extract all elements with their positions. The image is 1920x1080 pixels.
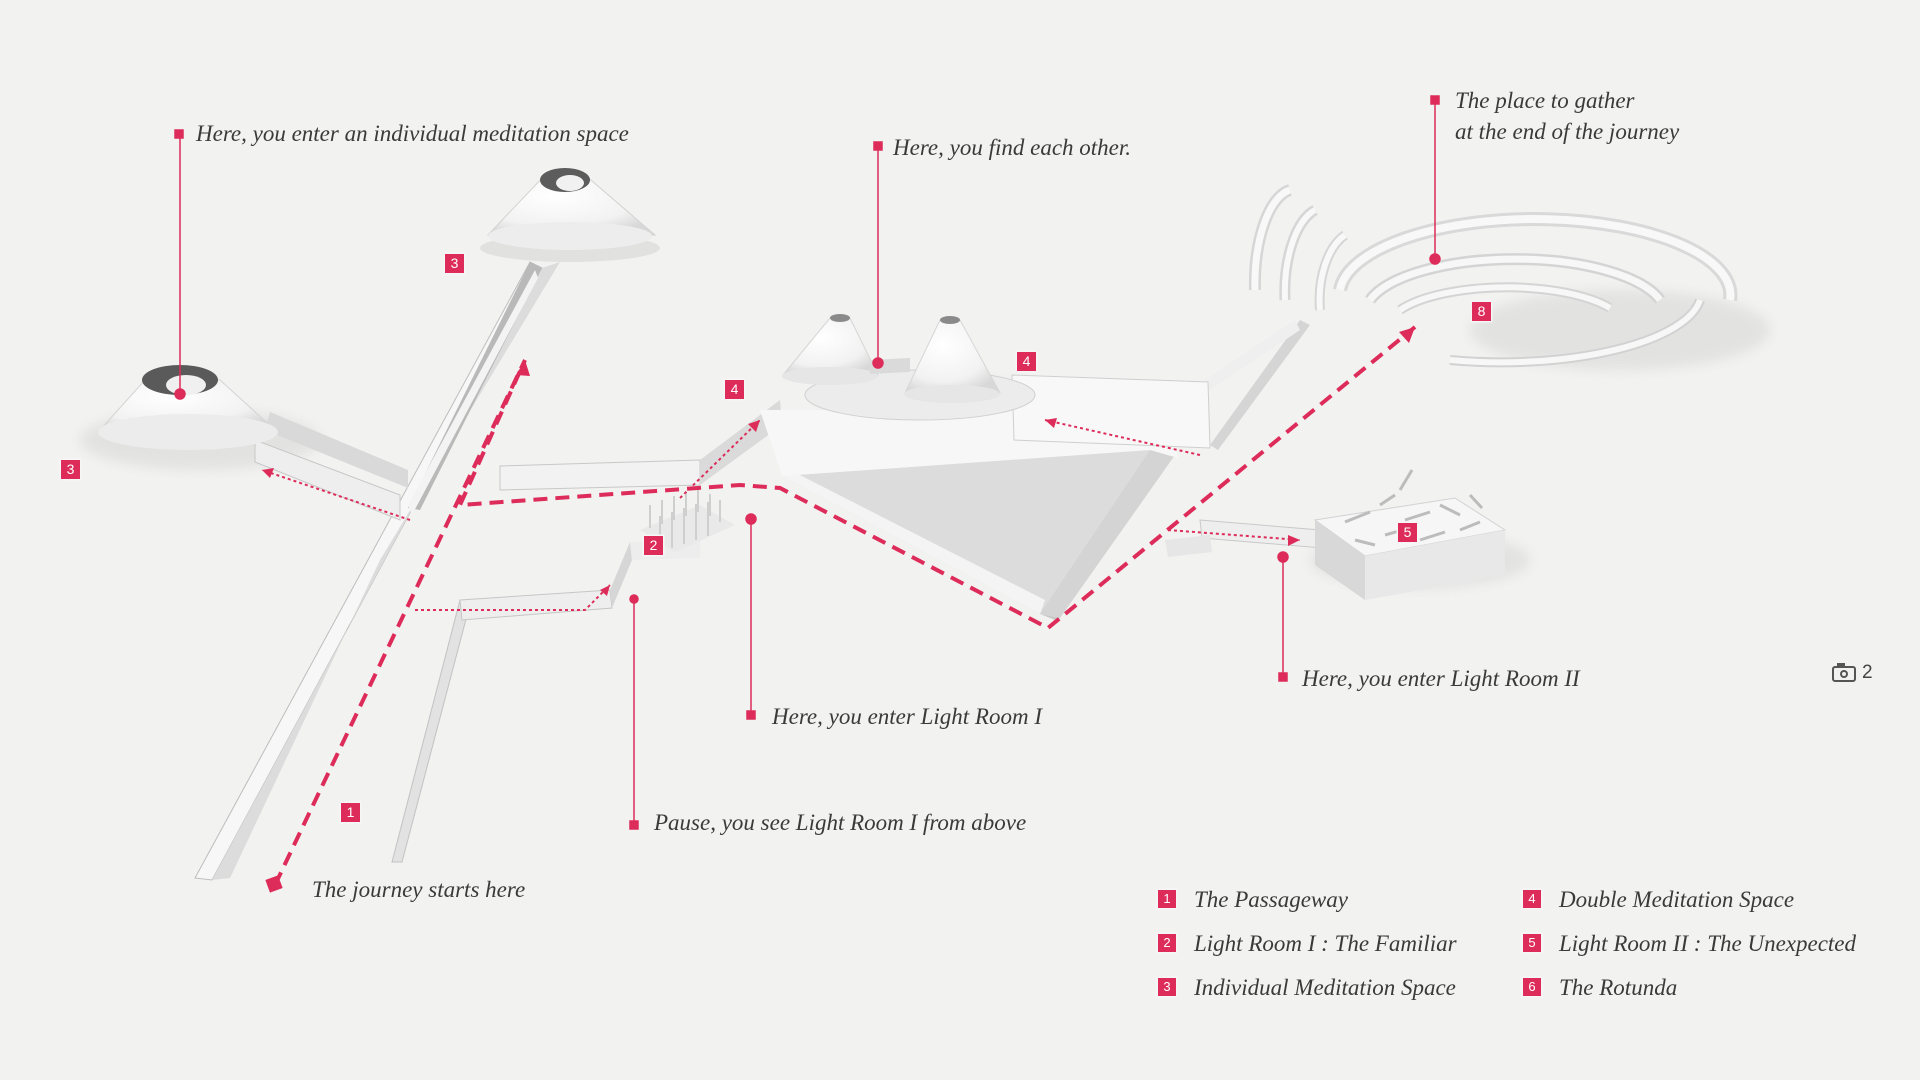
annotation-find-each-other: Here, you find each other. — [893, 135, 1132, 160]
legend-label: Light Room II : The Unexpected — [1559, 931, 1857, 956]
legend-number: 5 — [1523, 934, 1541, 952]
legend-number: 2 — [1158, 934, 1176, 952]
upper-meditation-cone — [480, 168, 660, 262]
tag-double-west: 4 — [725, 380, 744, 399]
double-meditation-cones — [781, 314, 1036, 421]
annotation-light-room-1: Here, you enter Light Room I — [772, 704, 1042, 729]
tag-light-room-1: 2 — [644, 536, 663, 555]
legend-label: The Passageway — [1194, 887, 1348, 912]
legend-number: 3 — [1158, 978, 1176, 996]
legend-number: 1 — [1158, 890, 1176, 908]
legend-label: Light Room I : The Familiar — [1194, 931, 1457, 956]
connector-walls — [254, 400, 782, 621]
tag-rotunda: 8 — [1472, 302, 1491, 321]
tag-passageway: 1 — [341, 803, 360, 822]
camera-view-number: 2 — [1862, 662, 1873, 683]
annotation-pause: Pause, you see Light Room I from above — [654, 810, 1027, 835]
legend-label: The Rotunda — [1559, 975, 1678, 1000]
leader-lines — [174, 95, 1441, 893]
journey-path — [261, 325, 1417, 886]
rotunda-approach-wall — [1011, 320, 1323, 557]
annotation-light-room-2: Here, you enter Light Room II — [1302, 666, 1580, 691]
annotation-journey-start: The journey starts here — [312, 877, 526, 902]
light-room-1 — [640, 488, 735, 552]
legend-number: 6 — [1523, 978, 1541, 996]
legend-label: Double Meditation Space — [1559, 887, 1795, 912]
annotation-gather-line2: at the end of the journey — [1455, 119, 1680, 144]
tag-light-room-2: 5 — [1398, 523, 1417, 542]
tag-double-east: 4 — [1017, 352, 1036, 371]
tag-left-cone: 3 — [61, 460, 80, 479]
rotunda — [1248, 184, 1738, 368]
legend-label: Individual Meditation Space — [1194, 975, 1456, 1000]
annotation-individual-space: Here, you enter an individual meditation… — [196, 121, 629, 146]
legend-number: 4 — [1523, 890, 1541, 908]
tag-upper-cone: 3 — [445, 254, 464, 273]
passageway-walls — [194, 261, 560, 881]
annotation-gather-line1: The place to gather — [1455, 88, 1635, 113]
camera-icon — [1832, 663, 1856, 682]
left-meditation-cone — [98, 365, 278, 450]
